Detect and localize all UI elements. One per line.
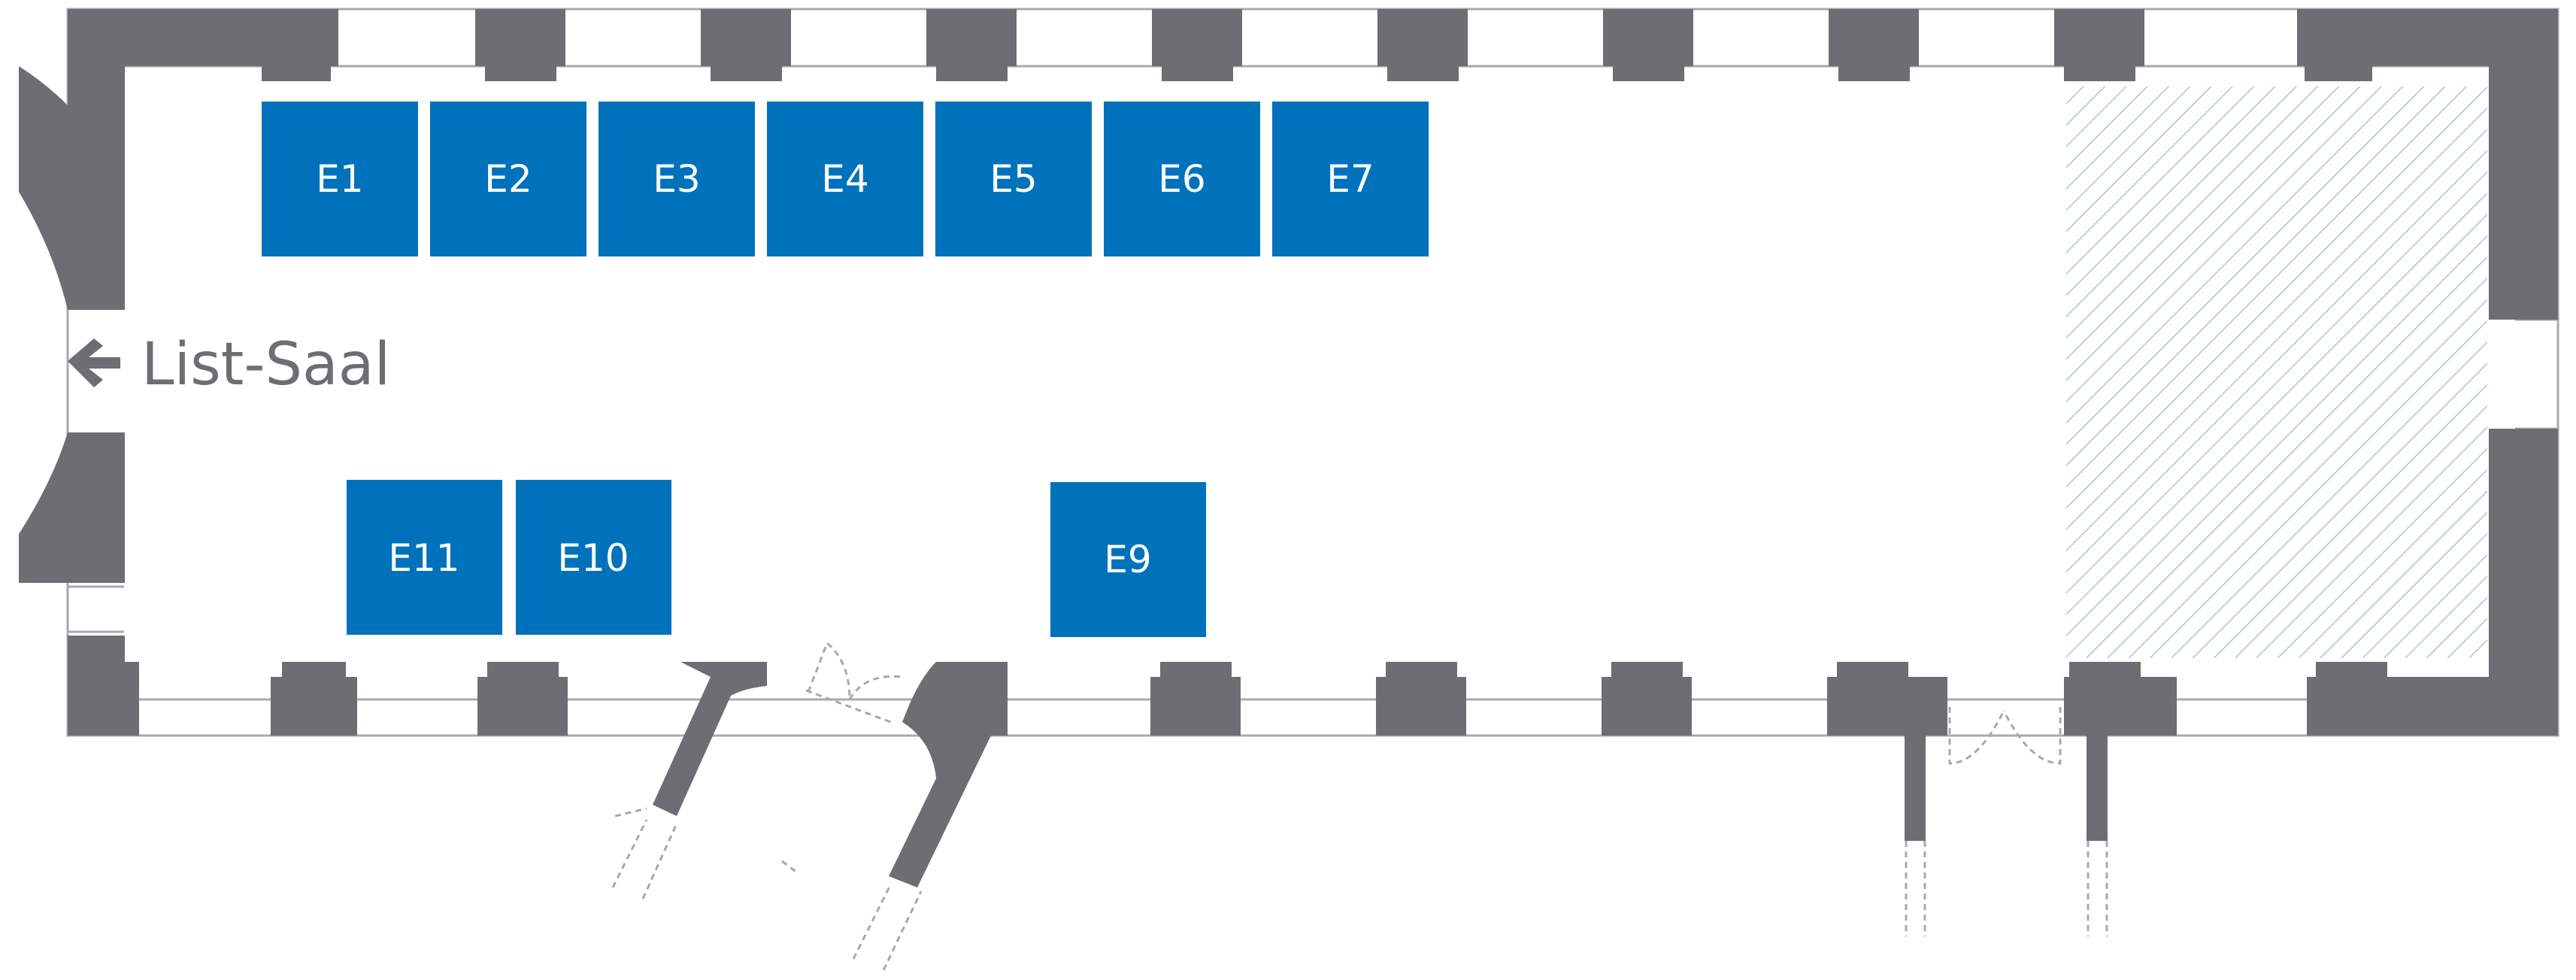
- booth-rect: [516, 480, 671, 635]
- exit-list-saal[interactable]: List-Saal: [68, 331, 390, 399]
- booth-e4[interactable]: E4: [767, 102, 923, 256]
- door-swings: [611, 641, 2108, 971]
- left-curved-walls: [19, 66, 68, 583]
- walls: [68, 9, 2558, 887]
- booth-e7[interactable]: E7: [1272, 102, 1429, 256]
- booth-label: E11: [388, 536, 459, 580]
- booth-label: E3: [653, 157, 700, 201]
- booth-label: E10: [557, 536, 629, 580]
- booth-e2[interactable]: E2: [430, 102, 586, 256]
- booth-rect: [347, 480, 502, 635]
- booth-label: E7: [1326, 157, 1374, 201]
- booth-label: E1: [316, 157, 363, 201]
- exit-label: List-Saal: [141, 331, 390, 399]
- booth-rect: [1050, 482, 1206, 637]
- booth-rect: [767, 102, 923, 256]
- booth-label: E5: [989, 157, 1037, 201]
- booth-e3[interactable]: E3: [599, 102, 755, 256]
- booth-e10[interactable]: E10: [516, 480, 671, 635]
- booth-e9[interactable]: E9: [1050, 482, 1206, 637]
- arrow-left-icon: [68, 338, 120, 387]
- booth-rect: [262, 102, 418, 256]
- booths: E1 E2 E3 E4 E5 E6 E7 E11: [262, 102, 1429, 637]
- booth-e1[interactable]: E1: [262, 102, 418, 256]
- booth-rect: [1104, 102, 1260, 256]
- booth-e6[interactable]: E6: [1104, 102, 1260, 256]
- reserved-area: [2066, 86, 2487, 658]
- booth-label: E9: [1104, 538, 1151, 581]
- booth-label: E6: [1158, 157, 1205, 201]
- booth-e5[interactable]: E5: [935, 102, 1092, 256]
- booth-label: E2: [484, 157, 532, 201]
- booth-e11[interactable]: E11: [347, 480, 502, 635]
- booth-label: E4: [821, 157, 868, 201]
- booth-rect: [430, 102, 586, 256]
- booth-rect: [1272, 102, 1429, 256]
- booth-rect: [935, 102, 1092, 256]
- booth-rect: [599, 102, 755, 256]
